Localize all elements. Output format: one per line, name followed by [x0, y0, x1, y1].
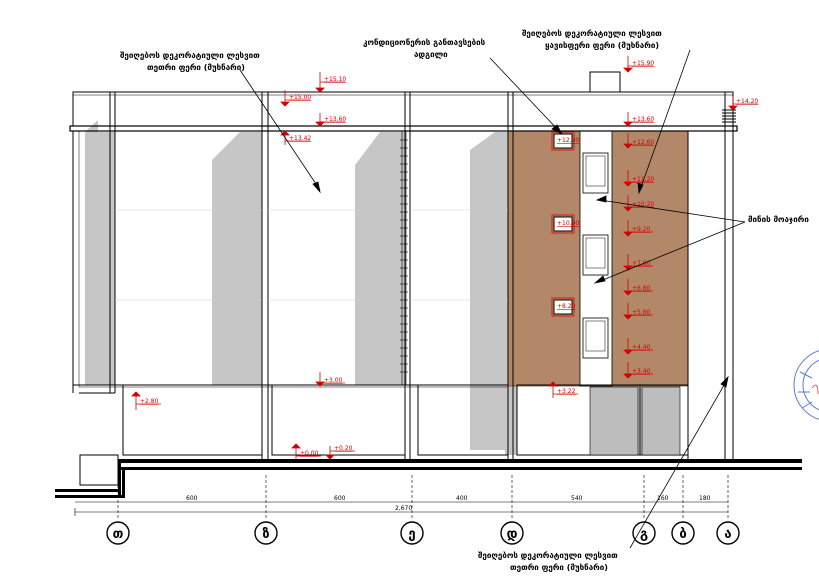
elevation-label: +9.20: [632, 226, 651, 233]
axis-label: თ: [113, 527, 124, 542]
ac-elevation-label: +8.20: [557, 303, 576, 310]
note-ac-place-line2: ადგილი: [414, 50, 448, 59]
dim-total-label: 2,670: [395, 505, 412, 512]
elevation-marker-lines: [131, 56, 758, 460]
elevation-label: +11.20: [632, 176, 654, 183]
faint-lines: [115, 209, 508, 301]
elevation-label: +3.40: [632, 368, 651, 375]
vent-stripes: [722, 109, 736, 123]
window-units: [582, 152, 609, 359]
dim-label: 540: [571, 495, 583, 502]
dimension-lines: [74, 475, 729, 520]
elevation-label: ±0.00: [300, 450, 319, 457]
text-notes: შეიღებოს დეკორატიული ლესვით თეთრი ფერი (…: [120, 28, 809, 572]
axis-label: ა: [724, 527, 731, 542]
elevation-label: +6.80: [632, 285, 651, 292]
dim-label: 180: [699, 495, 711, 502]
elevation-label: +15.90: [632, 60, 654, 67]
elevation-label: +0.20: [334, 445, 353, 452]
note-glass-wall: მინის მოაჯირი: [748, 214, 809, 224]
elevation-label: +3.22: [557, 388, 576, 395]
elevation-label: +4.40: [632, 344, 651, 351]
note-white-facade-top-line2: თეთრი ფერი (მუხნარი): [147, 62, 245, 72]
elevation-label: +5.80: [632, 309, 651, 316]
elevation-label: +13.60: [324, 116, 346, 123]
elevation-label: +15.10: [324, 76, 346, 83]
dim-label: 400: [456, 495, 468, 502]
elevation-label: +15.00: [289, 94, 311, 101]
note-ac-place-line1: კონდიციონერის განთავსების: [363, 37, 486, 47]
axis-label: გ: [640, 527, 648, 542]
note-white-facade-bottom-line2: თეთრი ფერი (მუხნარი): [510, 562, 608, 572]
axis-label: ე: [408, 527, 415, 542]
ac-red-outlines: [551, 131, 575, 317]
ac-elevation-label: +12.90: [557, 137, 579, 144]
elevation-label: +2.80: [140, 398, 159, 405]
ladder: [400, 131, 408, 385]
axis-markers: თ ზ ე დ გ ბ ა: [106, 521, 740, 545]
note-brown-facade-line1: შეიღებოს დეკორატიული ლესვით: [522, 28, 662, 38]
note-white-facade-bottom-line1: შეიღებოს დეკორატიული ლესვით: [478, 550, 618, 560]
elevation-label: +13.42: [289, 135, 311, 142]
axis-label: ბ: [679, 527, 686, 542]
dim-label: 160: [657, 495, 669, 502]
note-white-facade-top-line1: შეიღებოს დეკორატიული ლესვით: [120, 50, 260, 60]
axis-label: დ: [507, 527, 518, 542]
note-brown-facade-line2: ყავისფერი ფერი (მუხნარი): [545, 40, 659, 50]
dimension-labels: 600 600 400 540 160 180 2,670: [186, 495, 711, 512]
building-outline: [69, 71, 738, 486]
elevation-label: +14.20: [736, 98, 758, 105]
dim-label: 600: [186, 495, 198, 502]
elevation-label: +12.60: [632, 139, 654, 146]
ac-units: [553, 133, 573, 315]
ac-elevation-label: +10.90: [557, 220, 579, 227]
elevation-labels: +15.10 +15.00 +13.60 +13.42 +15.90 +14.2…: [140, 60, 758, 457]
elevation-label: +10.20: [632, 201, 654, 208]
partial-stamp: [793, 350, 819, 420]
elevation-label: +7.80: [632, 260, 651, 267]
ground-lines: [55, 459, 802, 498]
elevation-label: +13.60: [632, 116, 654, 123]
axis-label: ზ: [262, 527, 269, 542]
leader-lines: [239, 49, 746, 549]
dim-label: 600: [334, 495, 346, 502]
elevation-label: +3.00: [324, 377, 343, 384]
